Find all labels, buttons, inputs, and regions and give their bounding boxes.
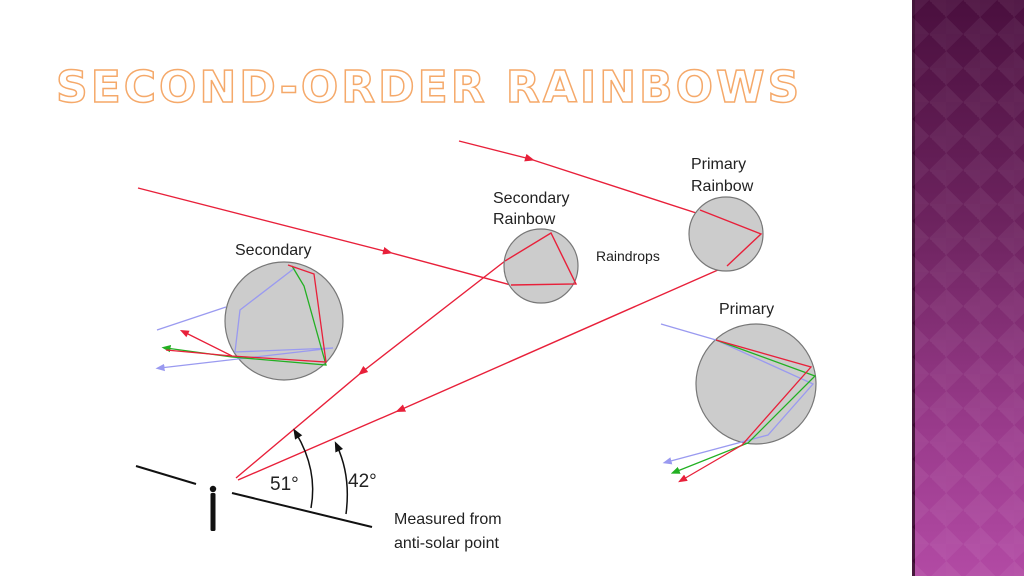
ray-path-secondary-drop [504,232,578,286]
label-measured-line1: Measured from [394,511,502,528]
ray-to-observer-secondary [235,260,506,479]
primary-violet-entry [660,323,717,341]
secondary-red-ray-lower [165,349,233,357]
primary-drop-large [695,323,817,445]
primary-red-ray [678,339,813,483]
sun-ray-primary [458,140,762,235]
ground-line-left [135,465,197,485]
label-angle-42: 42° [348,471,377,492]
label-measured-line2: anti-solar point [394,535,500,552]
secondary-violet-ray [155,266,334,372]
label-secondary: Secondary [235,242,312,259]
raindrop-primary [688,196,764,272]
decorative-side-band [912,0,1024,576]
rainbow-diagram: Secondary Secondary Rainbow Raindrops Pr… [135,140,817,552]
angle-arc-42 [334,441,349,515]
observer-figure [209,485,217,531]
label-primary: Primary [719,301,774,318]
sun-ray-secondary [137,187,512,286]
label-secondary-rainbow-line2: Rainbow [493,211,556,228]
ray-path-primary-drop [699,209,763,267]
label-secondary-rainbow-line1: Secondary [493,190,570,207]
secondary-violet-entry [156,306,227,331]
primary-green-ray [670,339,817,474]
ground-line-right [231,492,373,528]
secondary-red-ray [179,264,327,363]
ray-to-observer-primary [237,265,728,481]
label-primary-rainbow-line1: Primary [691,156,746,173]
label-raindrops: Raindrops [596,248,660,264]
slide-title: SECOND-ORDER RAINBOWS [55,61,803,114]
label-angle-51: 51° [270,474,299,495]
angle-arc-51 [293,428,314,509]
label-primary-rainbow-line2: Rainbow [691,178,754,195]
primary-violet-ray [662,339,815,465]
